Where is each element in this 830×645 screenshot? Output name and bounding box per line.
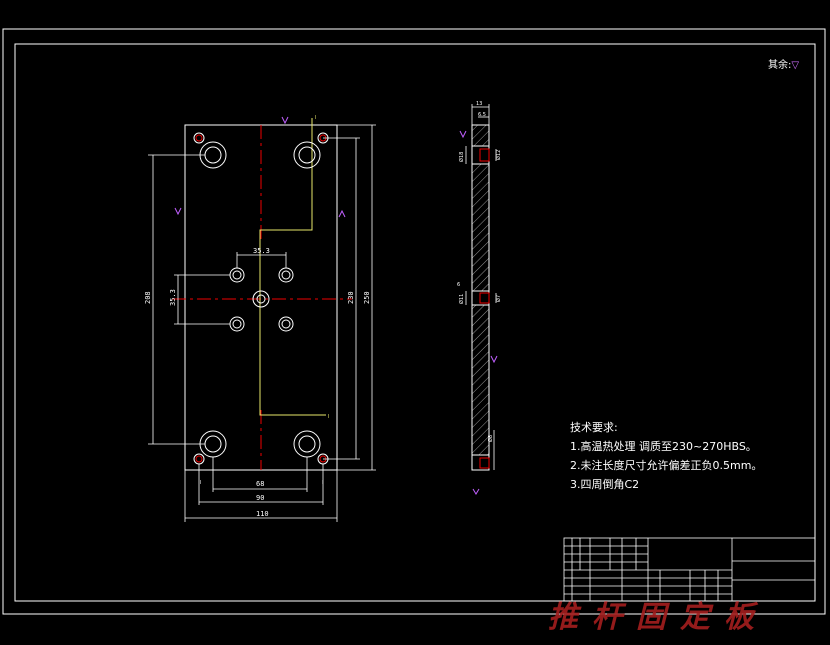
watermark-title: 推杆固定板 (548, 600, 768, 635)
svg-text:I: I (328, 414, 329, 420)
pin-hole-tl (193, 132, 205, 144)
tech-req-title: 技术要求: (570, 421, 618, 434)
roughness-general-note: 其余:▽ (768, 56, 799, 71)
tech-req-item-2: 2.未注长度尺寸允许偏差正负0.5mm。 (570, 459, 763, 472)
corner-hole-tr (293, 141, 321, 169)
pin-hole-bl (193, 453, 205, 465)
front-view: 110 90 68 35.3 208 35.3 230 250 I I I I (144, 115, 376, 522)
dim-side-dia-top-left: Ø18 (458, 152, 465, 162)
side-view: 13 6.5 Ø18 Ø12 6 Ø11 Ø7 Ø8 (457, 101, 502, 495)
dim-height-overall: 250 (363, 291, 371, 304)
pattern-hole-2 (278, 267, 294, 283)
center-hole (252, 290, 270, 308)
mid-bore-red (479, 292, 490, 304)
technical-requirements: 技术要求: 1.高温热处理 调质至230~270HBS。 2.未注长度尺寸允许偏… (570, 418, 762, 494)
side-roughness-marks (459, 130, 498, 495)
pattern-hole-3 (229, 316, 245, 332)
side-dimension-lines (465, 104, 497, 470)
pattern-hole-4 (278, 316, 294, 332)
dim-side-mid-depth: 6 (457, 282, 460, 288)
counterbore-top-red (479, 148, 490, 162)
section-marks: I I I I (200, 115, 329, 486)
corner-hole-br (293, 430, 321, 458)
dim-side-counterbore: 6.5 (478, 112, 486, 118)
dim-hole-spacing-x-inner: 68 (256, 480, 264, 488)
roughness-label: 其余: (768, 60, 792, 71)
svg-text:I: I (322, 480, 323, 486)
svg-text:I: I (200, 480, 201, 486)
pattern-hole-1 (229, 267, 245, 283)
title-block (563, 537, 816, 602)
dim-side-dia-mid-left: Ø11 (458, 294, 465, 304)
dim-hole-spacing-x: 90 (256, 494, 264, 502)
dim-side-thickness: 13 (476, 101, 482, 107)
section-cut-line (259, 118, 326, 416)
dim-side-bottom-dia: Ø8 (487, 435, 494, 442)
dim-center-pattern-y: 35.3 (169, 289, 177, 306)
dim-center-pattern-x: 35.3 (253, 247, 270, 255)
tech-req-item-1: 1.高温热处理 调质至230~270HBS。 (570, 440, 757, 453)
roughness-marks (174, 116, 346, 218)
dimension-lines (148, 124, 376, 522)
dim-side-dia-mid-right: Ø7 (495, 295, 502, 302)
roughness-symbol-icon: ▽ (791, 60, 800, 71)
dim-side-dia-top-right: Ø12 (495, 150, 502, 160)
dim-width-overall: 110 (256, 510, 269, 518)
sheet-inner-border (14, 43, 816, 602)
dim-height-outer-left: 208 (144, 291, 152, 304)
dim-hole-spacing-y: 230 (347, 291, 355, 304)
sheet-outer-border (2, 28, 826, 615)
svg-text:I: I (315, 115, 316, 121)
tech-req-item-3: 3.四周倒角C2 (570, 478, 640, 491)
bottom-bore-red (479, 457, 490, 469)
